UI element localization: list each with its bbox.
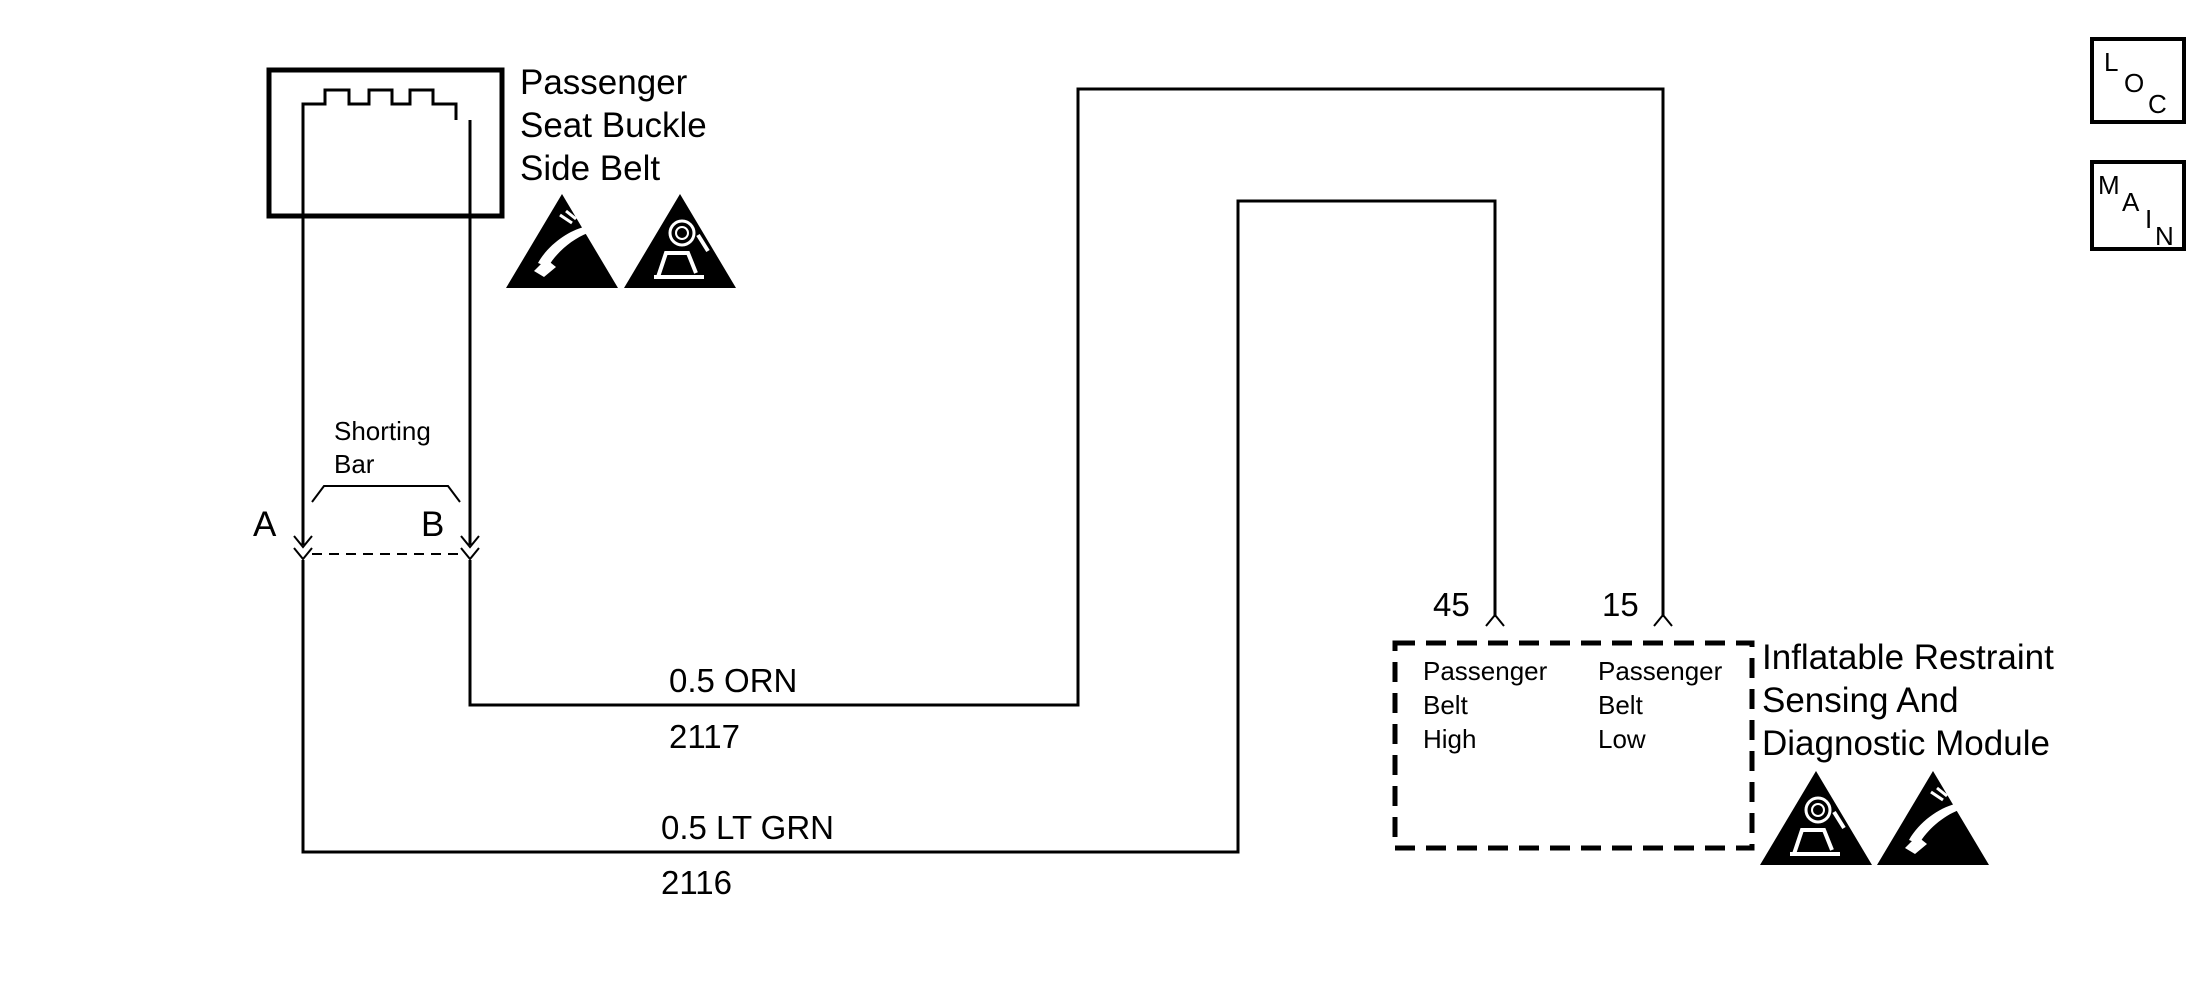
- main-letter-i: I: [2145, 204, 2152, 234]
- loc-button-frame: [2090, 37, 2186, 124]
- pin-15-label-line-3: Low: [1598, 724, 1646, 754]
- esd-warning-icon: [504, 192, 620, 290]
- connector-body: [266, 67, 505, 219]
- wire-2117-circuit-number: 2117: [669, 718, 740, 755]
- shorting-bar-label-line-2: Bar: [334, 449, 375, 479]
- module-name-line-1: Inflatable Restraint: [1762, 638, 2054, 677]
- pin-15-terminal-icon: [1653, 613, 1673, 627]
- main-letter-a: A: [2122, 187, 2140, 217]
- wire-2117-orn: [468, 87, 1665, 707]
- pin-45-number: 45: [1433, 586, 1470, 623]
- loc-button[interactable]: L O C: [2090, 37, 2186, 124]
- pin-15-number: 15: [1602, 586, 1639, 623]
- main-letter-n: N: [2155, 221, 2174, 251]
- pin-a-terminal-icon: [293, 535, 313, 561]
- pin-a-label: A: [253, 505, 277, 544]
- module-name-line-3: Diagnostic Module: [1762, 724, 2050, 763]
- pin-15-label-line-2: Belt: [1598, 690, 1644, 720]
- pin-b-terminal-icon: [460, 535, 480, 561]
- connector-name-line-2: Seat Buckle: [520, 106, 707, 145]
- connector-name-line-1: Passenger: [520, 63, 688, 102]
- main-button[interactable]: M A I N: [2090, 160, 2186, 251]
- shorting-bar-label-line-1: Shorting: [334, 416, 431, 446]
- loc-letter-c: C: [2148, 89, 2167, 119]
- connector-contacts: [301, 88, 458, 120]
- airbag-warning-icon: [622, 192, 738, 290]
- airbag-warning-icon: [1758, 769, 1874, 867]
- wire-2116-lt-grn: [301, 199, 1497, 854]
- shorting-bar: Shorting Bar: [311, 416, 462, 555]
- main-letter-m: M: [2098, 170, 2120, 200]
- pin-45-terminal-icon: [1485, 613, 1505, 627]
- shorting-bar-bracket: [311, 485, 461, 503]
- pin-45-label-line-3: High: [1423, 724, 1476, 754]
- pin-45-label-line-1: Passenger: [1423, 656, 1548, 686]
- wire-2116-color-label: 0.5 LT GRN: [661, 809, 834, 846]
- loc-letter-o: O: [2124, 68, 2144, 98]
- loc-letter-l: L: [2104, 47, 2118, 77]
- wire-2117-color-label: 0.5 ORN: [669, 662, 797, 699]
- esd-warning-icon: [1875, 769, 1991, 867]
- wire-2116-circuit-number: 2116: [661, 864, 732, 901]
- main-button-frame: [2090, 160, 2186, 251]
- module-name-line-2: Sensing And: [1762, 681, 1959, 720]
- sdm-module: Passenger Belt High Passenger Belt Low I…: [1392, 638, 2054, 867]
- seat-buckle-connector: Passenger Seat Buckle Side Belt: [266, 63, 738, 290]
- connector-name-line-3: Side Belt: [520, 149, 660, 188]
- pin-15-label-line-1: Passenger: [1598, 656, 1723, 686]
- pin-b-label: B: [421, 505, 444, 544]
- pin-45-label-line-2: Belt: [1423, 690, 1469, 720]
